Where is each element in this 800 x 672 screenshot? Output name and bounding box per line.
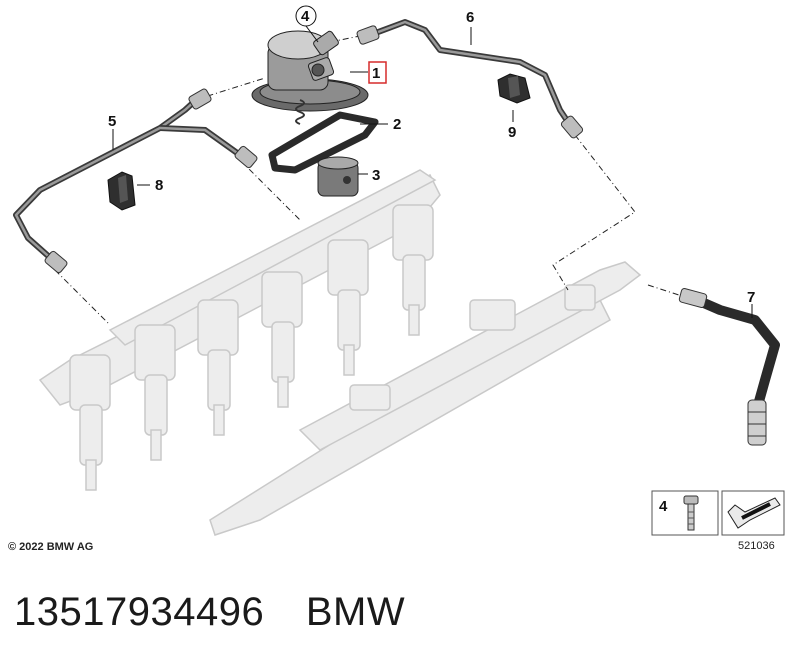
callout-7: 7 <box>747 289 755 306</box>
tappet-3 <box>317 156 359 197</box>
clip-8 <box>107 171 136 211</box>
callout-4-circle <box>295 5 317 27</box>
part-number: 13517934496 <box>14 590 265 634</box>
fuel-line-5 <box>13 88 258 274</box>
high-pressure-pump-1 <box>251 30 369 125</box>
injector-3 <box>197 299 239 436</box>
injector-2 <box>134 324 176 461</box>
callout-2: 2 <box>393 116 401 133</box>
diagram-reference-number: 521036 <box>738 540 775 552</box>
legend-item-number: 4 <box>659 498 668 515</box>
legend-direction <box>721 490 785 536</box>
callout-1: 1 <box>372 65 380 82</box>
hose-7 <box>678 288 780 446</box>
copyright-notice: © 2022 BMW AG <box>8 541 94 553</box>
fuel-rail-ghost <box>38 169 642 536</box>
fuel-line-6 <box>356 19 584 139</box>
callout-4: 4 <box>301 8 310 25</box>
callout-9: 9 <box>508 124 516 141</box>
highlight-box-1 <box>368 61 387 84</box>
callout-leaders <box>112 25 753 318</box>
injector-6 <box>392 204 434 336</box>
gasket-2 <box>268 111 379 174</box>
callout-5: 5 <box>108 113 116 130</box>
legend-bolt: 4 <box>651 490 719 536</box>
callout-6: 6 <box>466 9 474 26</box>
clip-9 <box>497 73 531 104</box>
injector-5 <box>327 239 369 376</box>
callout-3: 3 <box>372 167 380 184</box>
injector-4 <box>261 271 303 408</box>
injector-1 <box>69 354 111 491</box>
brand-name: BMW <box>305 590 406 634</box>
part-number-line: 13517934496 BMW <box>14 590 405 635</box>
callout-8: 8 <box>155 177 163 194</box>
